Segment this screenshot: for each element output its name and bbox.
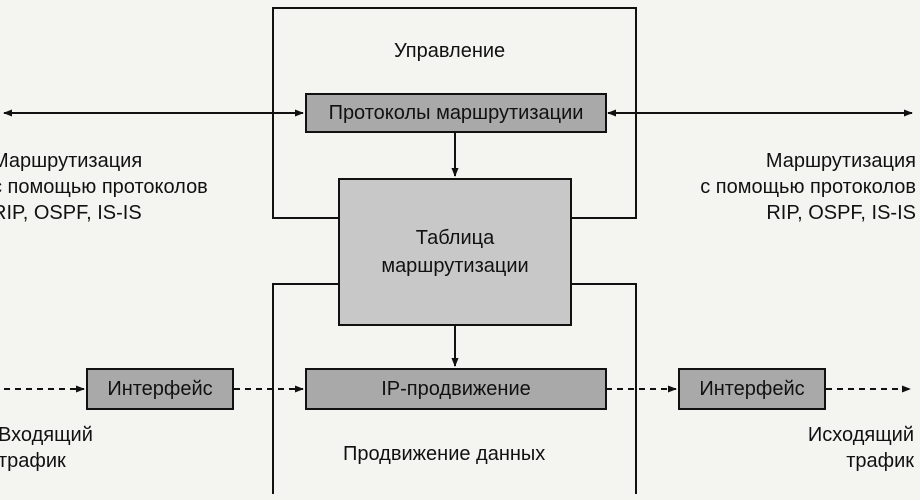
interface-in-label: Интерфейс — [107, 377, 213, 400]
interface-out-label: Интерфейс — [699, 377, 805, 400]
control-plane-frame — [272, 7, 637, 219]
ip-forwarding-label: IP-продвижение — [381, 377, 531, 400]
incoming-traffic-line2: трафик — [0, 450, 66, 472]
control-plane-label: Управление — [394, 40, 506, 62]
left-routing-line2: с помощью протоколов — [0, 176, 208, 198]
left-routing-line3: RIP, OSPF, IS-IS — [0, 202, 142, 224]
right-routing-text: Маршрутизация с помощью протоколов RIP, … — [700, 148, 916, 226]
data-plane-label: Продвижение данных — [343, 443, 546, 465]
outgoing-traffic-line1: Исходящий — [807, 424, 914, 446]
incoming-traffic-text: Входящий трафик — [0, 422, 93, 474]
ip-forwarding-box: IP-продвижение — [305, 368, 607, 410]
right-routing-line2: с помощью протоколов — [700, 176, 916, 198]
right-routing-line1: Маршрутизация — [765, 150, 916, 172]
interface-out-box: Интерфейс — [678, 368, 826, 410]
data-plane-frame-right — [572, 283, 637, 494]
left-routing-text: Маршрутизация с помощью протоколов RIP, … — [0, 148, 208, 226]
outgoing-traffic-text: Исходящий трафик — [808, 422, 914, 474]
routing-table-box: Таблица маршрутизации — [338, 178, 572, 326]
right-routing-line3: RIP, OSPF, IS-IS — [766, 202, 916, 224]
interface-in-box: Интерфейс — [86, 368, 234, 410]
routing-protocols-box: Протоколы маршрутизации — [305, 93, 607, 133]
incoming-traffic-line1: Входящий — [0, 424, 93, 446]
routing-table-label-line2: маршрутизации — [381, 255, 529, 277]
outgoing-traffic-line2: трафик — [846, 450, 914, 472]
left-routing-line1: Маршрутизация — [0, 150, 143, 172]
data-plane-frame — [272, 283, 338, 494]
routing-table-label-line1: Таблица — [415, 227, 495, 249]
routing-protocols-label: Протоколы маршрутизации — [328, 101, 584, 124]
